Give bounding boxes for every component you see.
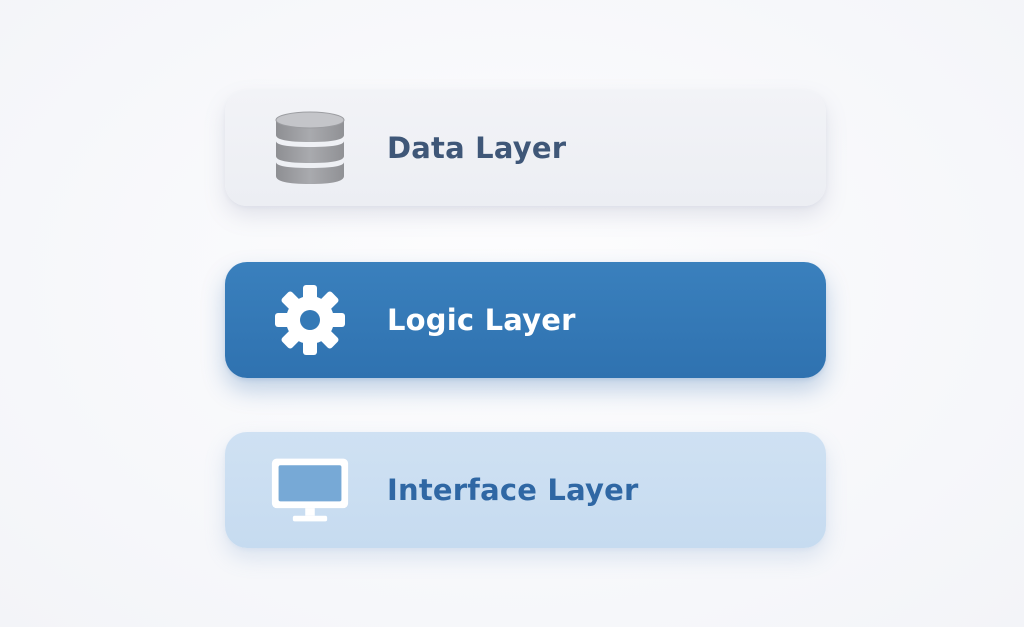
logic-layer-label: Logic Layer	[387, 303, 576, 337]
monitor-icon	[270, 450, 350, 530]
interface-layer-card: Interface Layer	[225, 432, 826, 548]
database-icon	[270, 108, 350, 188]
data-layer-card: Data Layer	[225, 90, 826, 206]
data-layer-label: Data Layer	[387, 131, 567, 165]
gear-icon	[270, 280, 350, 360]
interface-layer-label: Interface Layer	[387, 473, 639, 507]
logic-layer-card: Logic Layer	[225, 262, 826, 378]
